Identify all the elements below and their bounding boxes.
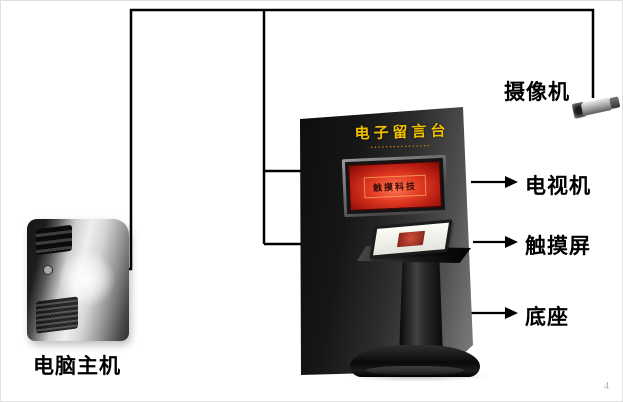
pc-tower bbox=[27, 219, 129, 341]
pc-drive-bays bbox=[36, 224, 72, 256]
label-computer: 电脑主机 bbox=[33, 354, 121, 378]
arrow-to-touchscreen-head bbox=[505, 236, 518, 248]
touchscreen-image bbox=[396, 230, 426, 248]
camera-body bbox=[580, 97, 613, 117]
arrow-to-tv-head bbox=[505, 176, 518, 188]
arrow-to-touchscreen bbox=[473, 236, 518, 248]
arrow-to-base-head bbox=[505, 307, 518, 319]
tv-screen: 触摸科技 bbox=[341, 154, 449, 218]
pc-power-button bbox=[43, 265, 53, 275]
label-touchscreen: 触摸屏 bbox=[525, 234, 591, 258]
arrow-to-tv bbox=[471, 176, 518, 188]
tv-plaque: 触摸科技 bbox=[363, 174, 427, 198]
label-base: 底座 bbox=[525, 305, 569, 329]
arrow-to-base bbox=[469, 307, 518, 319]
camera-back bbox=[609, 96, 621, 110]
label-tv: 电视机 bbox=[525, 174, 591, 198]
pedestal-base-highlight bbox=[365, 366, 465, 375]
corner-mark: 4 bbox=[604, 381, 609, 392]
pedestal-base bbox=[350, 345, 480, 377]
label-camera: 摄像机 bbox=[504, 80, 570, 104]
tv-bezel: 触摸科技 bbox=[344, 157, 446, 215]
pc-vents bbox=[36, 296, 78, 334]
tv-display: 触摸科技 bbox=[348, 161, 442, 211]
touchscreen-display bbox=[373, 222, 449, 256]
tv-screen-text: 触摸科技 bbox=[372, 180, 418, 193]
pedestal-column bbox=[399, 259, 443, 357]
